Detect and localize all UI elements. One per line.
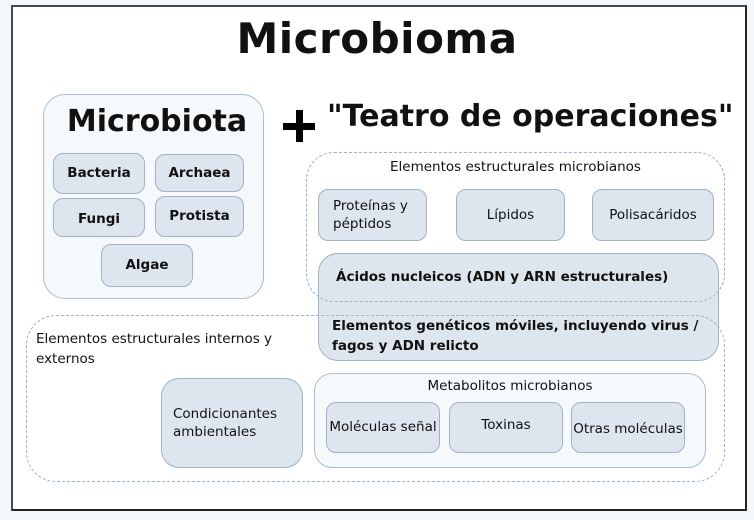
nucleic-and-mobile-box (318, 253, 719, 361)
metabolites-label: Metabolitos microbianos (427, 378, 593, 394)
plus-icon (283, 110, 315, 142)
microbiota-item-protista: Protista (155, 196, 244, 237)
metabolite-item-toxins: Toxinas (449, 402, 563, 453)
structural-microbial-dash-overlay (306, 152, 725, 302)
structural-microbial-label: Elementos estructurales microbianos (390, 159, 641, 175)
metabolite-item-other-molecules: Otras moléculas (571, 402, 685, 453)
structural-item-proteins: Proteínas y péptidos (318, 189, 427, 241)
microbiota-item-fungi: Fungi (53, 198, 145, 237)
microbiota-item-bacteria: Bacteria (53, 153, 145, 194)
structural-item-lipids: Lípidos (456, 189, 565, 241)
microbiota-item-algae: Algae (101, 244, 193, 287)
environmental-conditions-box: Condicionantes ambientales (161, 378, 303, 468)
metabolite-item-signal-molecules: Moléculas señal (326, 402, 440, 453)
nucleic-acids-label: Ácidos nucleicos (ADN y ARN estructurale… (336, 269, 669, 285)
diagram-title: Microbioma (236, 14, 518, 63)
structural-item-polysaccharides: Polisacáridos (592, 189, 714, 241)
mobile-elements-label: Elementos genéticos móviles, incluyendo … (332, 318, 699, 354)
teatro-title: "Teatro de operaciones" (327, 99, 734, 134)
internal-external-label: Elementos estructurales internos y exter… (36, 331, 273, 367)
internal-external-container (26, 315, 725, 482)
microbiota-title: Microbiota (66, 104, 248, 139)
microbiota-item-archaea: Archaea (155, 154, 244, 192)
